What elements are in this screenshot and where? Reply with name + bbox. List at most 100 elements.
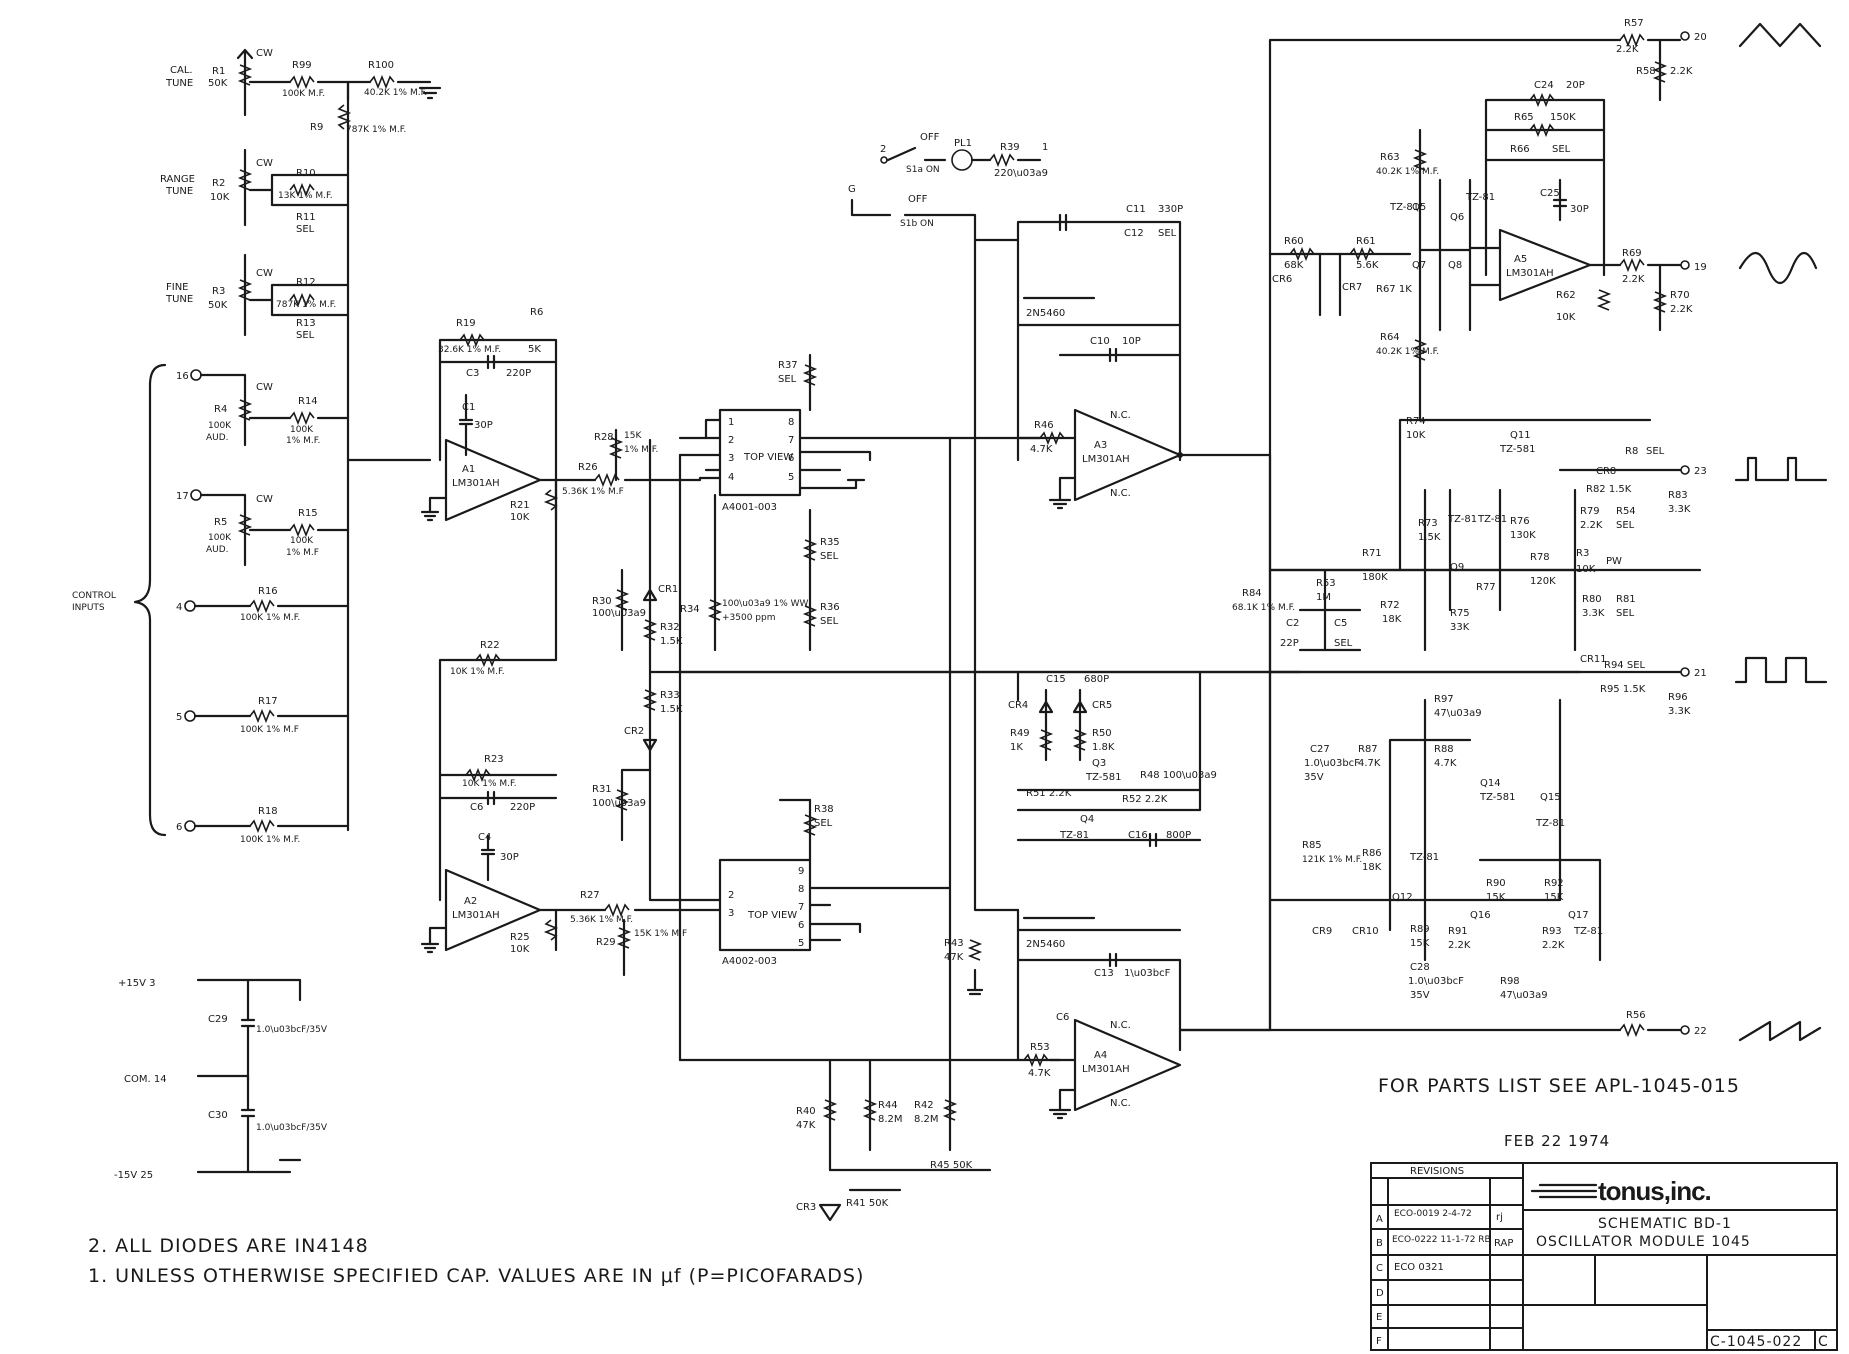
r62-label: R62 xyxy=(1556,290,1576,301)
r40-label: R40 xyxy=(796,1106,816,1117)
r78-label: R78 xyxy=(1530,552,1550,563)
r26-label: R26 xyxy=(578,462,598,473)
rail-pos: +15V 3 xyxy=(118,978,156,989)
switch-terminal-1: 1 xyxy=(1042,142,1048,153)
range-tune-label: RANGE xyxy=(160,174,195,185)
r80-label: R80 xyxy=(1582,594,1602,605)
c27-value-2: 35V xyxy=(1304,772,1324,783)
r85-label: R85 xyxy=(1302,840,1322,851)
r23-label: R23 xyxy=(484,754,504,765)
switch-pilot: 2 OFF S1a ON PL1 R39 220\u03a9 1 G OFF S… xyxy=(848,132,1048,542)
c25-value: 30P xyxy=(1570,204,1589,215)
r84-label: R84 xyxy=(1242,588,1262,599)
pin-17-terminal xyxy=(190,489,202,501)
c24-label: C24 xyxy=(1534,80,1554,91)
a4-type: LM301AH xyxy=(1082,1064,1130,1075)
a4002-section: R27 5.36K 1% M.F. R29 15K 1% M.F TOP VIE… xyxy=(570,798,952,977)
r65-value: 150K xyxy=(1550,112,1576,123)
a4001-pin3: 3 xyxy=(728,453,734,464)
cr7-label: CR7 xyxy=(1342,282,1362,293)
fine-tune-section: FINE TUNE R3 50K CW R12 787K 1% M.F. R13… xyxy=(165,253,350,341)
pin-4-terminal xyxy=(184,600,196,612)
r58-value: 2.2K xyxy=(1670,66,1693,77)
r43-value: 47K xyxy=(944,952,964,963)
r37-value: SEL xyxy=(778,374,797,385)
parts-list-ref: FOR PARTS LIST SEE APL-1045-015 xyxy=(1378,1075,1740,1097)
c28-label: C28 xyxy=(1410,962,1430,973)
q14-type: TZ-581 xyxy=(1479,792,1515,803)
r81-label: R81 xyxy=(1616,594,1636,605)
r41-label: R41 50K xyxy=(846,1198,889,1209)
r65-label: R65 xyxy=(1514,112,1534,123)
sine-wave-icon xyxy=(1738,251,1818,285)
a3-nc-1: N.C. xyxy=(1110,410,1131,421)
out-20-pin: 20 xyxy=(1694,32,1707,43)
r4-value-2: AUD. xyxy=(206,433,229,443)
r92-value: 15K xyxy=(1544,892,1564,903)
title-line-2: OSCILLATOR MODULE 1045 xyxy=(1536,1234,1751,1250)
cal-tune-label-2: TUNE xyxy=(165,78,193,89)
q4-type: TZ-81 xyxy=(1059,830,1089,841)
out-23-terminal xyxy=(1680,465,1690,475)
r5-value-2: AUD. xyxy=(206,545,229,555)
r69-value: 2.2K xyxy=(1622,274,1645,285)
cr10-label: CR10 xyxy=(1352,926,1379,937)
r49-value: 1K xyxy=(1010,742,1023,753)
rev-b-letter: B xyxy=(1376,1238,1383,1249)
r2-value: 10K xyxy=(210,192,230,203)
pulse-width-section: R74 10K Q11 TZ-581 CR8 R73 1.5K TZ-81 TZ… xyxy=(1232,416,1652,665)
q11-label: Q11 xyxy=(1510,430,1531,441)
range-tune-section: RANGE TUNE R2 10K CW R10 13K 1% M.F. R11… xyxy=(160,148,350,235)
r11-label: R11 xyxy=(296,212,316,223)
control-inputs-label: CONTROL xyxy=(72,591,116,601)
r34-value-2: +3500 ppm xyxy=(722,613,776,623)
r74-value: 10K xyxy=(1406,430,1426,441)
r23-value: 10K 1% M.F. xyxy=(462,779,517,789)
r57-label: R57 xyxy=(1624,18,1644,29)
r1-label: R1 xyxy=(212,66,225,77)
out-22-pin: 22 xyxy=(1694,1026,1707,1037)
r100-label: R100 xyxy=(368,60,394,71)
r54-value: SEL xyxy=(1616,520,1635,531)
r33-value: 1.5K xyxy=(660,704,683,715)
r14-label: R14 xyxy=(298,396,318,407)
pw-label: PW xyxy=(1606,556,1622,567)
r94-label: R94 SEL xyxy=(1604,660,1646,671)
q3-type: TZ-581 xyxy=(1085,772,1121,783)
tz81-label-6: TZ-81 xyxy=(1409,852,1439,863)
drawing-revision: C xyxy=(1818,1334,1829,1350)
c5-value: SEL xyxy=(1334,638,1353,649)
r27-label: R27 xyxy=(580,890,600,901)
r25-label: R25 xyxy=(510,932,530,943)
shaper-stage: C15 680P CR4 CR5 R49 1K R50 1.8K Q3 TZ-5… xyxy=(1008,670,1217,848)
r3-pw-label: R3 xyxy=(1576,548,1589,559)
fine-tune-label-2: TUNE xyxy=(165,294,193,305)
cw-label-3: CW xyxy=(256,268,273,279)
a2-opamp xyxy=(444,868,542,952)
rev-a-by: rj xyxy=(1496,1212,1503,1223)
note-1: 1. UNLESS OTHERWISE SPECIFIED CAP. VALUE… xyxy=(88,1265,864,1287)
q5-label: Q5 xyxy=(1412,202,1426,213)
r66-value: SEL xyxy=(1552,144,1571,155)
r9-label: R9 xyxy=(310,122,323,133)
r21-value: 10K xyxy=(510,512,530,523)
jfet-2n5460-label: 2N5460 xyxy=(1026,308,1065,319)
a4002-top-view: TOP VIEW xyxy=(747,910,797,921)
cal-tune-section: CAL. TUNE R1 50K CW R99 100K M.F. R100 4… xyxy=(165,48,442,135)
tonus-logo-lines xyxy=(1530,1183,1598,1199)
r18-value: 100K 1% M.F. xyxy=(240,835,300,845)
r29-value: 15K 1% M.F xyxy=(634,929,687,939)
a4002-pin5: 5 xyxy=(798,938,804,949)
r91-value: 2.2K xyxy=(1448,940,1471,951)
c29-value: 1.0\u03bcF/35V xyxy=(256,1025,328,1035)
c15-value: 680P xyxy=(1084,674,1109,685)
rail-neg: -15V 25 xyxy=(114,1170,153,1181)
a4-opamp xyxy=(1073,1018,1182,1112)
r17-label: R17 xyxy=(258,696,278,707)
date-stamp: FEB 22 1974 xyxy=(1504,1132,1610,1150)
outputs: R57 2.2K R58 2.2K 20 19 R8 SEL 23 R82 1.… xyxy=(1178,18,1828,1042)
r72-label: R72 xyxy=(1380,600,1400,611)
cr8-label: CR8 xyxy=(1596,466,1616,477)
r90-value: 15K xyxy=(1486,892,1506,903)
